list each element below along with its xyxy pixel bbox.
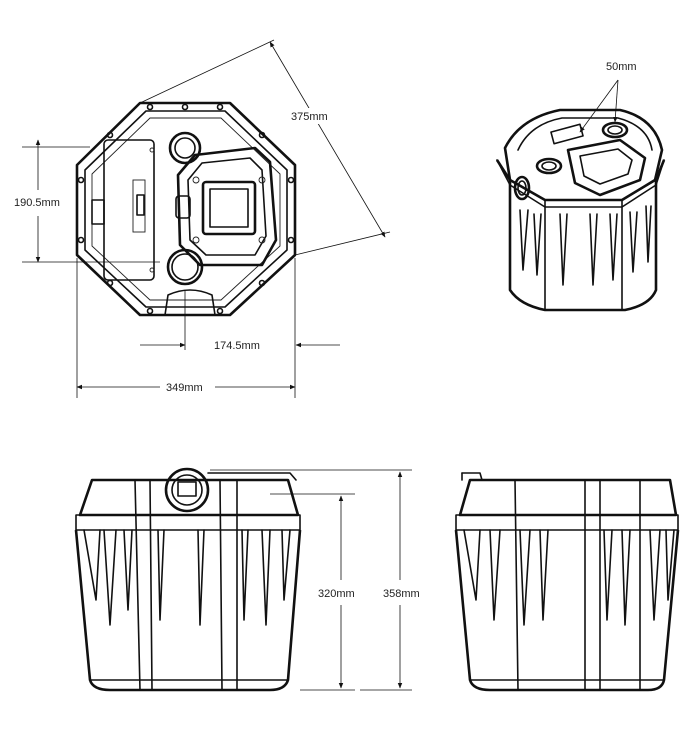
dim-label-height-top: 190.5mm: [14, 197, 60, 209]
dim-label-height-total: 358mm: [383, 588, 420, 600]
side-ribs: [463, 529, 675, 626]
top-view: [75, 101, 297, 317]
iso-ribs: [519, 205, 652, 286]
front-ribs: [83, 529, 291, 626]
dim-label-diagonal: 375mm: [291, 111, 328, 123]
dim-label-width: 349mm: [166, 382, 203, 394]
dim-label-height-body: 320mm: [318, 588, 355, 600]
dimension-width: 349mm: [76, 258, 296, 398]
dimension-diagonal: 375mm: [139, 39, 391, 256]
front-view: [74, 467, 302, 692]
dimension-height-total: 358mm: [210, 469, 420, 691]
isometric-view: 50mm: [495, 61, 666, 312]
dimension-half-width: 174.5mm: [140, 290, 340, 352]
dim-label-port-diameter: 50mm: [606, 61, 637, 73]
dim-label-half-width: 174.5mm: [214, 340, 260, 352]
side-view: [454, 472, 680, 692]
rim-bolt-holes: [77, 103, 295, 315]
dimension-height-body: 320mm: [270, 493, 355, 691]
dimension-height-top: 190.5mm: [14, 139, 160, 263]
